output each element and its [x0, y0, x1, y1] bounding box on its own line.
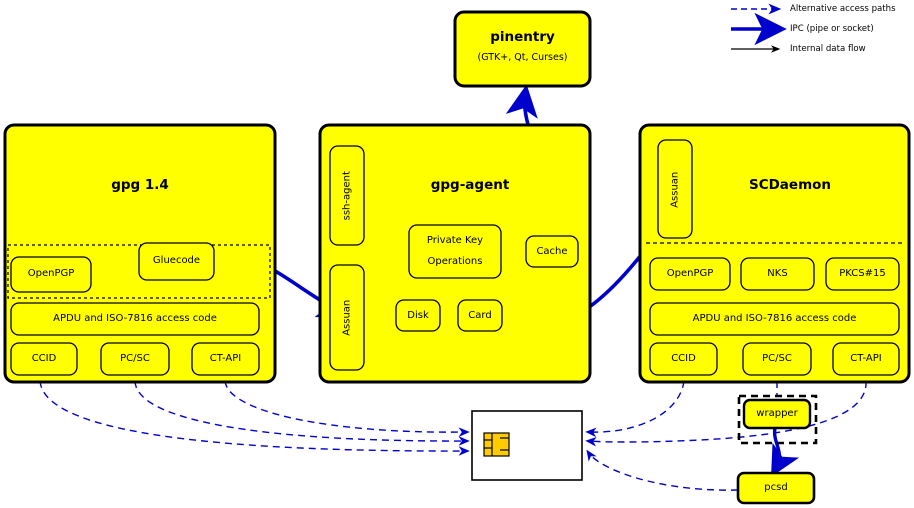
- node-gpgagent-disk[interactable]: [395, 299, 441, 332]
- node-gpgagent-assuan[interactable]: [329, 264, 365, 371]
- legend-label-internal-flow: Internal data flow: [790, 44, 866, 54]
- node-scdaemon-nks[interactable]: [740, 257, 815, 291]
- node-wrapper[interactable]: [742, 398, 812, 430]
- node-scdaemon-apdu[interactable]: [649, 302, 900, 336]
- node-scdaemon-pkcs15[interactable]: [825, 257, 900, 291]
- node-gpgagent-card[interactable]: [457, 299, 503, 332]
- node-pcscd[interactable]: [736, 471, 816, 505]
- node-scdaemon-openpgp[interactable]: [649, 257, 731, 291]
- altpath-scd-ccid-to-card: [585, 380, 685, 438]
- node-pinentry[interactable]: [453, 10, 592, 88]
- node-gpg14-apdu[interactable]: [10, 302, 260, 336]
- node-gpg14-gluecode[interactable]: [138, 242, 215, 281]
- legend-label-ipc: IPC (pipe or socket): [790, 24, 874, 34]
- node-gpg14-pcsc[interactable]: [100, 342, 170, 376]
- node-scdaemon-pcsc[interactable]: [742, 342, 812, 376]
- node-smartcard[interactable]: [471, 410, 583, 481]
- node-gpg14-ccid[interactable]: [10, 342, 78, 376]
- node-scdaemon-ctapi[interactable]: [832, 342, 900, 376]
- altpath-gpg-ccid-to-card: [39, 380, 470, 456]
- node-gpgagent-private-key-operations[interactable]: [408, 224, 502, 279]
- node-gpg14-ctapi[interactable]: [191, 342, 260, 376]
- node-gpg14-openpgp[interactable]: [10, 256, 92, 293]
- altpath-gpg-pcsc-to-card: [134, 380, 470, 446]
- legend-label-alt-paths: Alternative access paths: [790, 4, 896, 14]
- node-gpgagent-cache[interactable]: [525, 235, 579, 268]
- node-scdaemon-ccid[interactable]: [649, 342, 718, 376]
- altpath-pcscd-to-card: [586, 449, 739, 491]
- gpg14-dotted-group: [7, 244, 271, 299]
- altpath-scd-ctapi-to-pcscd-area: [585, 380, 867, 447]
- node-scdaemon-assuan[interactable]: [657, 139, 693, 239]
- altpath-gpg-ctapi-to-card: [224, 380, 470, 437]
- node-gpgagent-sshagent[interactable]: [329, 145, 365, 246]
